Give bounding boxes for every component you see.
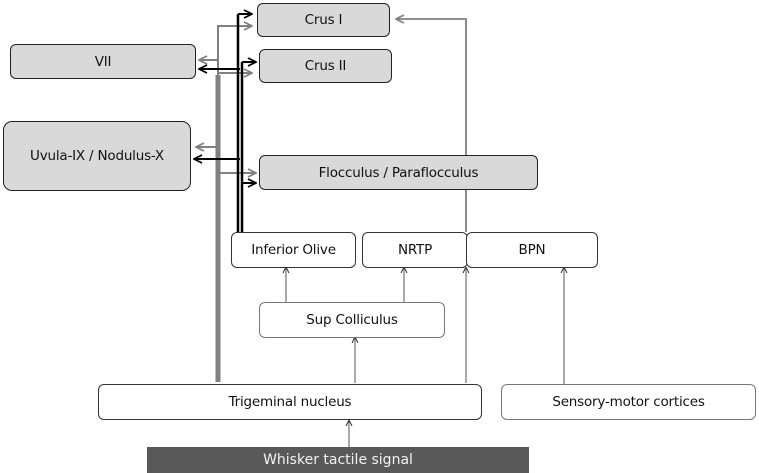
- node-sup-colliculus: Sup Colliculus: [259, 302, 445, 338]
- node-bpn-label: BPN: [518, 242, 546, 258]
- node-trigeminal-nucleus: Trigeminal nucleus: [98, 384, 482, 420]
- node-sup-colliculus-label: Sup Colliculus: [306, 312, 398, 328]
- node-trigeminal-nucleus-label: Trigeminal nucleus: [228, 394, 352, 410]
- node-inferior-olive: Inferior Olive: [231, 232, 356, 268]
- node-sensory-motor-cortices-label: Sensory-motor cortices: [552, 394, 705, 410]
- node-bpn: BPN: [466, 232, 598, 268]
- mossy-fiber-branches: [196, 26, 256, 173]
- node-crus2: Crus II: [259, 49, 392, 83]
- thin-arrows: [286, 268, 564, 447]
- pontine-to-crus1: [396, 19, 467, 232]
- node-vii-label: VII: [94, 53, 112, 70]
- node-crus1-label: Crus I: [304, 12, 343, 28]
- node-uvula-nodulus-label: Uvula-IX / Nodulus-X: [30, 148, 164, 164]
- climbing-fiber-trunk: [236, 14, 244, 232]
- node-nrtp: NRTP: [362, 232, 468, 268]
- node-uvula-nodulus: Uvula-IX / Nodulus-X: [3, 121, 191, 191]
- input-whisker-tactile-signal: Whisker tactile signal: [147, 447, 529, 473]
- node-sensory-motor-cortices: Sensory-motor cortices: [501, 384, 756, 420]
- node-crus2-label: Crus II: [304, 58, 347, 74]
- input-whisker-tactile-signal-label: Whisker tactile signal: [263, 452, 413, 468]
- node-nrtp-label: NRTP: [397, 242, 433, 258]
- climbing-fiber-branches: [194, 14, 256, 183]
- node-flocculus-label: Flocculus / Paraflocculus: [318, 164, 479, 181]
- node-inferior-olive-label: Inferior Olive: [251, 242, 336, 258]
- node-flocculus: Flocculus / Paraflocculus: [259, 155, 538, 190]
- node-vii: VII: [10, 44, 196, 79]
- node-crus1: Crus I: [257, 3, 390, 37]
